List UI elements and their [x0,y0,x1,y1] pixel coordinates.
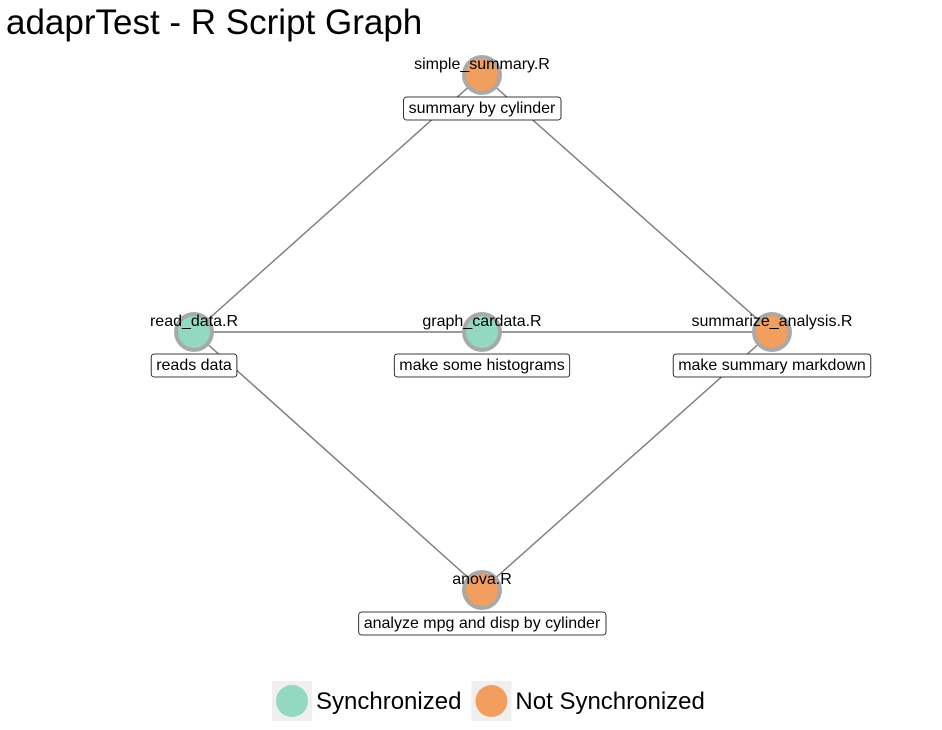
node-name-label: summarize_analysis.R [692,313,853,330]
edge-line [193,331,483,591]
node-description-label: make summary markdown [678,357,866,374]
legend-swatch [475,685,508,717]
node-description-box [403,96,562,121]
node-description-box [393,353,571,378]
node-circle[interactable] [466,59,498,91]
node-description-box [358,611,607,636]
node-description-label: analyze mpg and disp by cylinder [364,615,601,632]
legend: Synchronized Not Synchronized [272,681,705,721]
node-description-box [672,353,872,378]
node-circle[interactable] [756,316,788,348]
legend-swatch [276,685,308,717]
node-description-label: summary by cylinder [409,100,556,117]
legend-label: Not Synchronized [515,688,704,715]
node-circle[interactable] [178,316,210,348]
node-name-label: graph_cardata.R [422,313,541,330]
page-title: adaprTest - R Script Graph [6,3,422,42]
legend-label: Synchronized [316,688,461,715]
node-circle[interactable] [466,316,498,348]
node-description-label: make some histograms [399,357,564,374]
node-name-label: anova.R [452,571,512,588]
node-description-label: reads data [156,357,232,374]
node-description-box [150,353,238,378]
legend-item-synchronized: Synchronized [272,681,461,721]
node-name-label: simple_summary.R [414,56,550,73]
node-anova[interactable]: anova.R analyze mpg and disp by cylinder [358,570,607,636]
node-circle[interactable] [466,574,498,606]
legend-item-not-synchronized: Not Synchronized [471,681,705,721]
node-name-label: read_data.R [150,313,238,330]
